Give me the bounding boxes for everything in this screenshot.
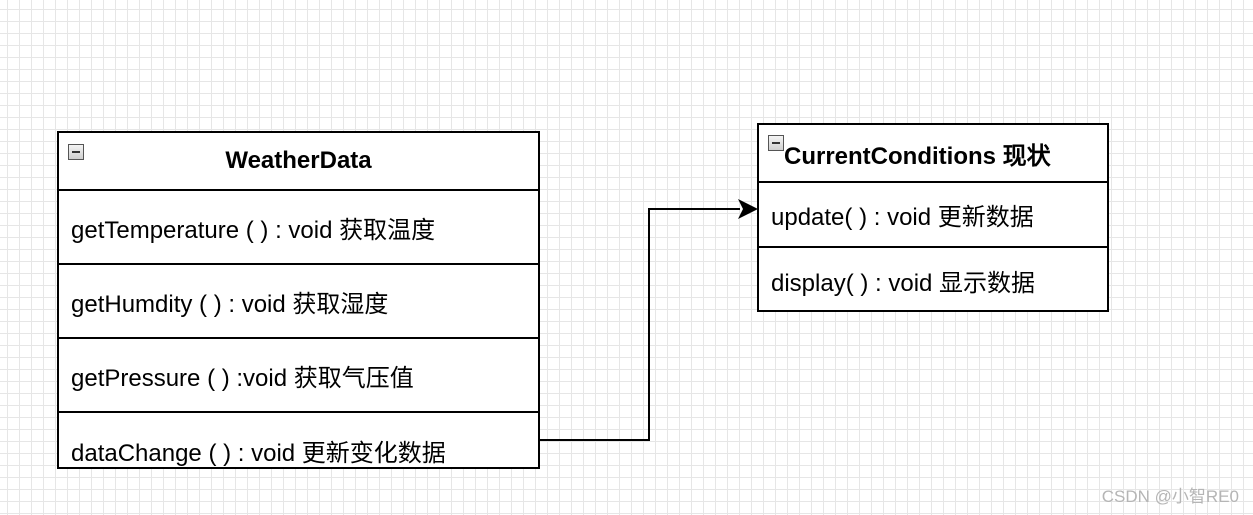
arrowhead-icon <box>738 199 758 219</box>
method-update[interactable]: update( ) : void 更新数据 <box>759 183 1107 248</box>
currentconditions-class[interactable]: CurrentConditions 现状 update( ) : void 更新… <box>757 123 1109 312</box>
weatherdata-class-header: WeatherData <box>59 133 538 191</box>
watermark: CSDN @小智RE0 <box>1101 487 1239 506</box>
connector-line[interactable] <box>540 208 740 441</box>
method-data-change[interactable]: dataChange ( ) : void 更新变化数据 <box>71 439 446 467</box>
collapse-icon[interactable] <box>768 135 784 151</box>
method-get-temperature[interactable]: getTemperature ( ) : void 获取温度 <box>59 191 538 265</box>
method-display[interactable]: display( ) : void 显示数据 <box>771 270 1036 297</box>
weatherdata-class[interactable]: WeatherData getTemperature ( ) : void 获取… <box>57 131 540 469</box>
currentconditions-class-header: CurrentConditions 现状 <box>759 125 1107 183</box>
weatherdata-class-name: WeatherData <box>225 147 372 174</box>
currentconditions-class-name: CurrentConditions 现状 <box>784 142 1051 170</box>
collapse-icon[interactable] <box>68 144 84 160</box>
method-get-humdity[interactable]: getHumdity ( ) : void 获取湿度 <box>59 265 538 339</box>
method-get-pressure[interactable]: getPressure ( ) :void 获取气压值 <box>59 339 538 413</box>
